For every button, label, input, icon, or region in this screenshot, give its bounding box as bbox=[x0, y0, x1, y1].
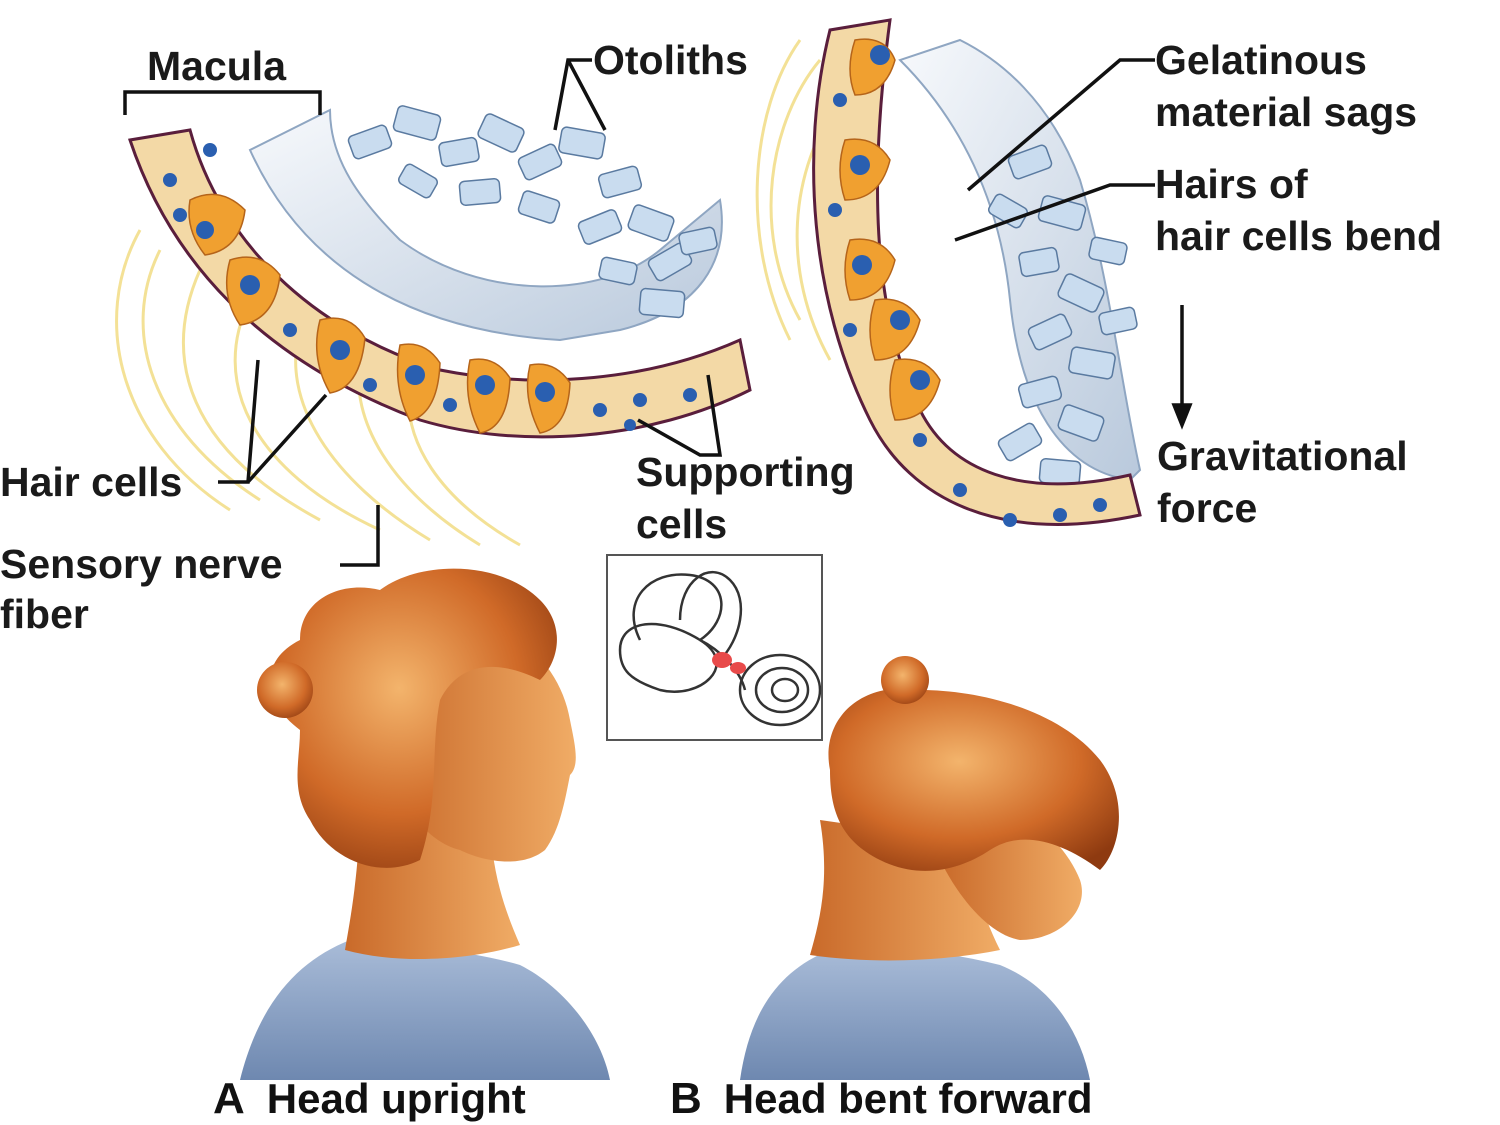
supporting-cells-label-line1: Supporting bbox=[636, 449, 855, 495]
hair-upright bbox=[270, 568, 557, 868]
caption-letter-b: B bbox=[670, 1074, 702, 1123]
otoliths-upright bbox=[347, 105, 718, 319]
hair-cells-upright bbox=[188, 193, 571, 434]
gravitational-force-label-line1: Gravitational bbox=[1157, 433, 1408, 479]
hair-cells-label: Hair cells bbox=[0, 459, 183, 505]
head-bent-figure bbox=[740, 656, 1119, 1080]
macula-bracket bbox=[123, 90, 322, 115]
hairs-bend-leader bbox=[954, 183, 1155, 242]
gravity-arrow-head bbox=[1171, 403, 1193, 430]
shirt-upright bbox=[240, 940, 610, 1080]
supporting-cells-label-line2: cells bbox=[636, 501, 728, 547]
utricle-highlight bbox=[712, 652, 732, 668]
macula-label: Macula bbox=[147, 43, 286, 89]
hair-bent bbox=[828, 688, 1119, 871]
nuclei-bent bbox=[828, 45, 1107, 527]
hair-bun-bent bbox=[881, 656, 929, 704]
nuclei-upright bbox=[163, 143, 697, 431]
gelatinous-layer-upright bbox=[248, 108, 723, 342]
gelatinous-label-line2: material sags bbox=[1155, 89, 1418, 135]
caption-text-a: Head upright bbox=[266, 1075, 526, 1122]
hairs-bend-label-line2: hair cells bend bbox=[1155, 213, 1443, 259]
shirt-bent bbox=[740, 948, 1090, 1080]
inner-ear-inset bbox=[606, 554, 823, 741]
caption-panel-a: A Head upright bbox=[213, 1074, 526, 1124]
sensory-nerve-label-line1: Sensory nerve bbox=[0, 541, 283, 587]
sensory-nerve-label-line2: fiber bbox=[0, 591, 89, 637]
supporting-cells-leader bbox=[637, 374, 723, 457]
gravitational-force-label-line2: force bbox=[1157, 485, 1258, 531]
leader-lines bbox=[123, 58, 1193, 567]
saccule-highlight bbox=[730, 662, 746, 674]
gelatinous-label-line1: Gelatinous bbox=[1155, 37, 1367, 83]
hairs-bend-label-line1: Hairs of bbox=[1155, 161, 1308, 207]
macula-upright-illustration bbox=[115, 105, 752, 547]
gelatinous-leader bbox=[966, 58, 1155, 192]
hair-cells-leader bbox=[218, 359, 328, 484]
sensory-nerve-leader bbox=[340, 505, 380, 567]
otoliths-label: Otoliths bbox=[593, 37, 748, 83]
caption-letter-a: A bbox=[213, 1074, 245, 1123]
head-upright-figure bbox=[240, 568, 610, 1080]
otoliths-leader bbox=[553, 58, 607, 131]
macula-bent-illustration bbox=[755, 18, 1142, 527]
caption-panel-b: B Head bent forward bbox=[670, 1074, 1093, 1124]
caption-text-b: Head bent forward bbox=[723, 1075, 1093, 1122]
hair-bun-upright bbox=[257, 662, 313, 718]
